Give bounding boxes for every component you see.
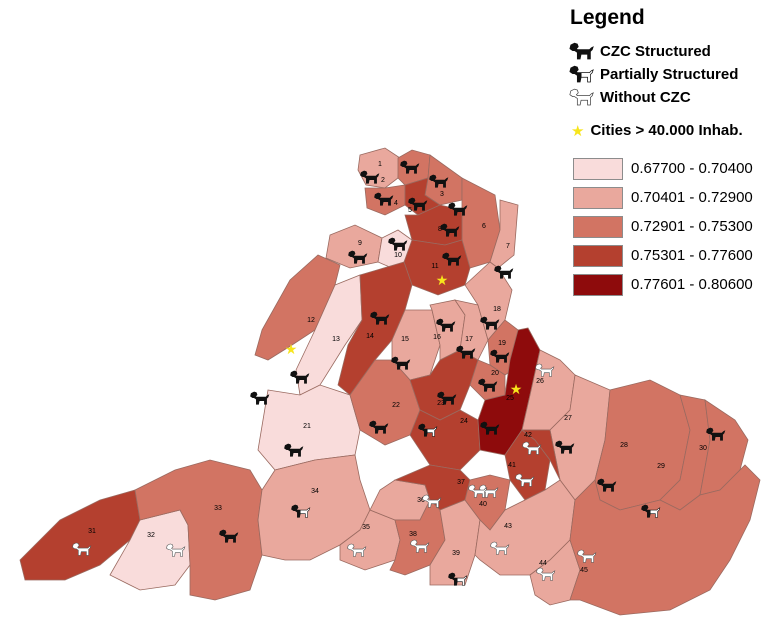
legend-swatch-4 [573, 244, 623, 267]
legend-swatch-5 [573, 273, 623, 296]
region-label-2: 2 [381, 177, 385, 184]
legend-swatch-1 [573, 157, 623, 180]
legend-item-without-czc: Without CZC [568, 86, 774, 109]
region-label-34: 34 [311, 488, 319, 495]
dog-black-icon [568, 42, 596, 61]
region-label-13: 13 [332, 336, 340, 343]
region-label-35: 35 [362, 524, 370, 531]
region-label-26: 26 [536, 378, 544, 385]
legend-class-5: 0.77601 - 0.80600 [568, 270, 774, 299]
region-label-39: 39 [452, 550, 460, 557]
region-label-30: 30 [699, 445, 707, 452]
region-label-4: 4 [394, 200, 398, 207]
legend-class-1: 0.67700 - 0.70400 [568, 154, 774, 183]
region-1[interactable] [357, 147, 401, 189]
region-label-36: 36 [417, 497, 425, 504]
region-label-16: 16 [433, 334, 441, 341]
region-label-22: 22 [392, 402, 400, 409]
region-label-10: 10 [394, 252, 402, 259]
legend-swatch-3 [573, 215, 623, 238]
region-label-29: 29 [657, 463, 665, 470]
region-18[interactable] [464, 261, 513, 341]
region-label-3: 3 [440, 191, 444, 198]
region-label-43: 43 [504, 523, 512, 530]
region-label-31: 31 [88, 528, 96, 535]
region-9[interactable] [325, 224, 383, 269]
legend-item-partially-structured: Partially Structured [568, 63, 774, 86]
legend-class-3: 0.72901 - 0.75300 [568, 212, 774, 241]
region-label-32: 32 [147, 532, 155, 539]
region-45[interactable] [569, 464, 761, 616]
region-label-44: 44 [539, 560, 547, 567]
city-star-icon: ★ [436, 272, 449, 288]
dog-white-icon [568, 88, 596, 107]
region-label-38: 38 [409, 531, 417, 538]
region-label-5: 5 [408, 207, 412, 214]
region-label-17: 17 [465, 336, 473, 343]
region-label-27: 27 [564, 415, 572, 422]
region-42[interactable] [520, 429, 561, 481]
region-label-37: 37 [457, 479, 465, 486]
region-label-24: 24 [460, 418, 468, 425]
region-label-41: 41 [508, 462, 516, 469]
city-star-icon: ★ [285, 341, 298, 357]
region-label-23: 23 [437, 400, 445, 407]
city-star-icon: ★ [510, 381, 523, 397]
region-label-45: 45 [580, 567, 588, 574]
region-24[interactable] [409, 409, 481, 471]
legend: Legend CZC Structured Partially Structur… [568, 6, 774, 299]
region-21[interactable] [257, 384, 361, 471]
region-label-9: 9 [358, 240, 362, 247]
region-label-25: 25 [506, 395, 514, 402]
region-label-14: 14 [366, 333, 374, 340]
region-label-12: 12 [307, 317, 315, 324]
legend-item-czc-structured: CZC Structured [568, 40, 774, 63]
dog-black-icon [250, 391, 270, 405]
region-label-6: 6 [482, 223, 486, 230]
region-label-7: 7 [506, 243, 510, 250]
region-label-8: 8 [438, 226, 442, 233]
region-label-33: 33 [214, 505, 222, 512]
legend-class-2: 0.70401 - 0.72900 [568, 183, 774, 212]
region-label-42: 42 [524, 432, 532, 439]
legend-swatch-2 [573, 186, 623, 209]
region-label-11: 11 [431, 263, 438, 270]
region-6[interactable] [461, 177, 501, 269]
region-label-28: 28 [620, 442, 628, 449]
dog-partial-icon [568, 65, 596, 84]
legend-title: Legend [570, 6, 645, 29]
city-stars: ★ ★ ★ [285, 272, 523, 397]
legend-item-cities: ★ Cities > 40.000 Inhab. [571, 122, 743, 140]
region-label-19: 19 [498, 340, 506, 347]
region-label-21: 21 [303, 423, 311, 430]
region-label-15: 15 [401, 336, 409, 343]
region-label-20: 20 [491, 370, 499, 377]
region-label-40: 40 [479, 501, 487, 508]
region-label-18: 18 [493, 306, 501, 313]
legend-class-4: 0.75301 - 0.77600 [568, 241, 774, 270]
region-label-1: 1 [378, 161, 382, 168]
star-icon: ★ [571, 122, 585, 140]
region-25[interactable] [477, 327, 541, 456]
